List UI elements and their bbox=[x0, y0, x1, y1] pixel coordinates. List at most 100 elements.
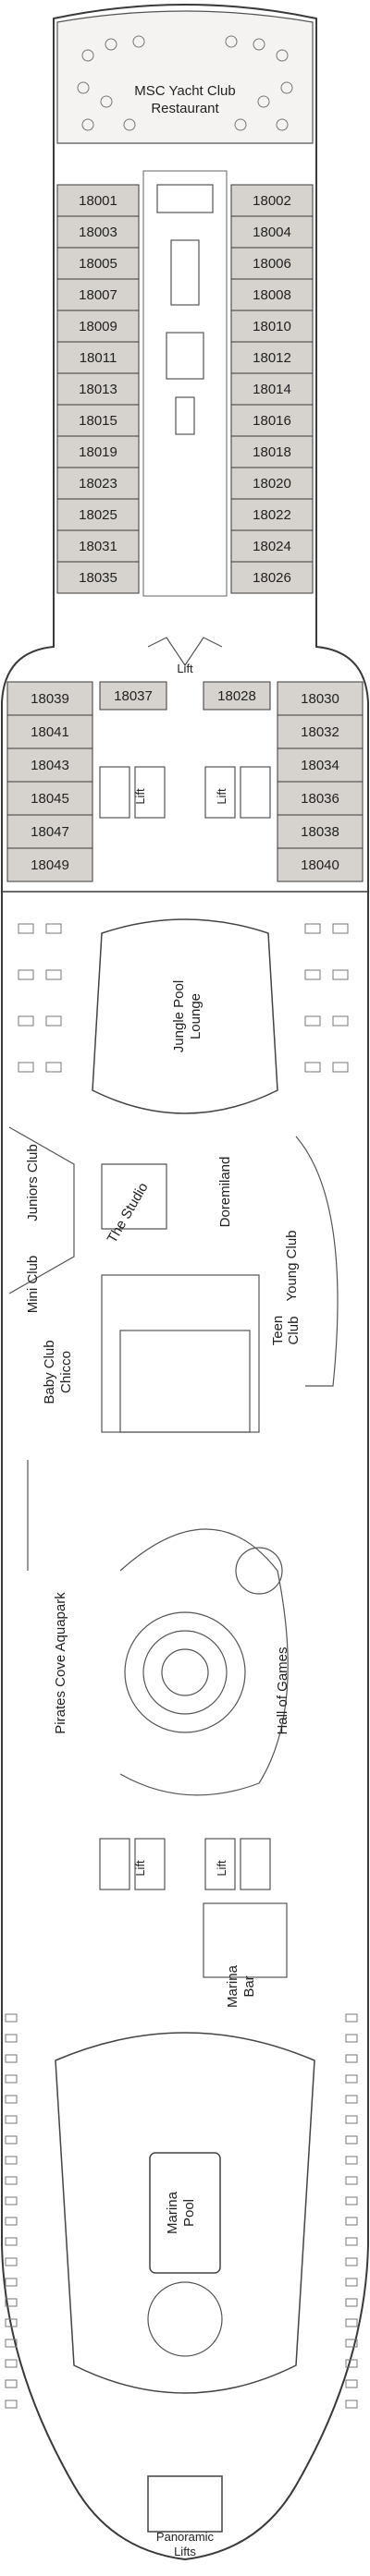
cabin-number: 18043 bbox=[31, 758, 69, 773]
cabin-18043: 18043 bbox=[6, 747, 93, 783]
forward-lift-lobby bbox=[147, 637, 223, 667]
cabin-18019: 18019 bbox=[56, 435, 140, 468]
cabin-18045: 18045 bbox=[6, 781, 93, 816]
cabin-box bbox=[99, 681, 167, 711]
lounger bbox=[345, 2379, 358, 2388]
lounger bbox=[5, 2196, 18, 2205]
lounger bbox=[5, 2278, 18, 2287]
lounger bbox=[345, 2034, 358, 2043]
cabin-number: 18041 bbox=[31, 724, 69, 740]
cabin-18040: 18040 bbox=[277, 847, 364, 882]
cabin-box bbox=[203, 681, 271, 711]
lounger bbox=[5, 2318, 18, 2327]
cabin-box bbox=[277, 747, 364, 783]
cabin-18047: 18047 bbox=[6, 814, 93, 849]
cabin-box bbox=[230, 529, 314, 563]
cabin-number: 18004 bbox=[253, 225, 291, 240]
cabin-inner-pair: 18037 18028 bbox=[99, 681, 271, 711]
cabin-box bbox=[277, 814, 364, 849]
cabin-18020: 18020 bbox=[230, 467, 314, 500]
cabin-number: 18036 bbox=[301, 791, 339, 807]
cabin-18003: 18003 bbox=[56, 215, 140, 249]
cabin-box bbox=[230, 498, 314, 531]
cabin-column-mid-left: 18039 18041 18043 18045 18047 18049 bbox=[6, 681, 93, 882]
yacht-club-restaurant-area bbox=[56, 10, 314, 144]
cabin-number: 18003 bbox=[79, 225, 117, 240]
cabin-box bbox=[56, 247, 140, 280]
panoramic-lift-box bbox=[147, 2475, 223, 2533]
lounger bbox=[5, 2074, 18, 2084]
cabin-number: 18012 bbox=[253, 350, 291, 366]
cabin-number: 18028 bbox=[217, 688, 256, 704]
cabin-box bbox=[56, 529, 140, 563]
cabin-box bbox=[277, 781, 364, 816]
jungle-pool-label-line2: Lounge bbox=[188, 993, 204, 1039]
lounger bbox=[5, 2115, 18, 2124]
restaurant-tables bbox=[77, 35, 293, 131]
aft-lift-label-left: Lift bbox=[133, 1860, 147, 1877]
lounger bbox=[345, 2217, 358, 2226]
lounge-seating bbox=[18, 923, 349, 1073]
cabin-box bbox=[230, 404, 314, 437]
cabin-18049: 18049 bbox=[6, 847, 93, 882]
doremiland-label: Doremiland bbox=[217, 1157, 233, 1228]
cabin-box bbox=[230, 372, 314, 406]
cabin-box bbox=[230, 184, 314, 217]
cabin-number: 18024 bbox=[253, 539, 291, 554]
lounger bbox=[345, 2339, 358, 2348]
lounger bbox=[5, 2054, 18, 2063]
cabin-box bbox=[277, 714, 364, 749]
cabin-number: 18047 bbox=[31, 824, 69, 840]
cabin-number: 18038 bbox=[301, 824, 339, 840]
cabin-number: 18008 bbox=[253, 287, 291, 303]
lounger bbox=[345, 2359, 358, 2368]
cabin-number: 18049 bbox=[31, 857, 69, 873]
cabin-number: 18040 bbox=[301, 857, 339, 873]
lounger bbox=[345, 2115, 358, 2124]
cabin-18014: 18014 bbox=[230, 372, 314, 406]
kids-area-structure bbox=[8, 1126, 339, 1433]
cabin-number: 18007 bbox=[79, 287, 117, 303]
cabin-18013: 18013 bbox=[56, 372, 140, 406]
lounger bbox=[345, 2135, 358, 2145]
marina-pool-label-line1: Marina bbox=[165, 2191, 180, 2234]
cabin-box bbox=[56, 341, 140, 374]
cabin-box bbox=[230, 467, 314, 500]
cabin-box bbox=[56, 498, 140, 531]
cabin-number: 18006 bbox=[253, 256, 291, 272]
cabin-18001: 18001 bbox=[56, 184, 140, 217]
cabin-number: 18015 bbox=[79, 413, 117, 429]
cabin-18016: 18016 bbox=[230, 404, 314, 437]
cabin-box bbox=[6, 714, 93, 749]
lounger bbox=[5, 2298, 18, 2307]
cabin-number: 18025 bbox=[79, 507, 117, 523]
cabin-number: 18022 bbox=[253, 507, 291, 523]
juniors-club-label: Juniors Club bbox=[25, 1144, 41, 1221]
cabin-number: 18011 bbox=[80, 350, 117, 366]
cabin-18031: 18031 bbox=[56, 529, 140, 563]
lounger bbox=[5, 2400, 18, 2409]
cabin-18026: 18026 bbox=[230, 561, 314, 594]
cabin-number: 18001 bbox=[79, 193, 117, 209]
cabin-18034: 18034 bbox=[277, 747, 364, 783]
cabin-number: 18030 bbox=[301, 691, 339, 707]
lounger bbox=[345, 2196, 358, 2205]
cabin-18012: 18012 bbox=[230, 341, 314, 374]
cabin-number: 18031 bbox=[79, 539, 117, 554]
cabin-18039: 18039 bbox=[6, 681, 93, 716]
lounger bbox=[5, 2156, 18, 2165]
cabin-box bbox=[230, 435, 314, 468]
pirates-cove-label: Pirates Cove Aquapark bbox=[53, 1592, 68, 1734]
cabin-18037: 18037 bbox=[99, 681, 167, 711]
cabin-number: 18018 bbox=[253, 444, 291, 460]
cabin-box bbox=[56, 404, 140, 437]
lounger bbox=[5, 2359, 18, 2368]
cabin-18038: 18038 bbox=[277, 814, 364, 849]
cabin-box bbox=[6, 781, 93, 816]
panoramic-lifts-label-line2: Lifts bbox=[174, 2545, 196, 2558]
central-corridor bbox=[142, 170, 228, 597]
cabin-18041: 18041 bbox=[6, 714, 93, 749]
marina-pool-label-line2: Pool bbox=[181, 2199, 197, 2227]
lounger bbox=[5, 2339, 18, 2348]
lounger bbox=[5, 2095, 18, 2104]
